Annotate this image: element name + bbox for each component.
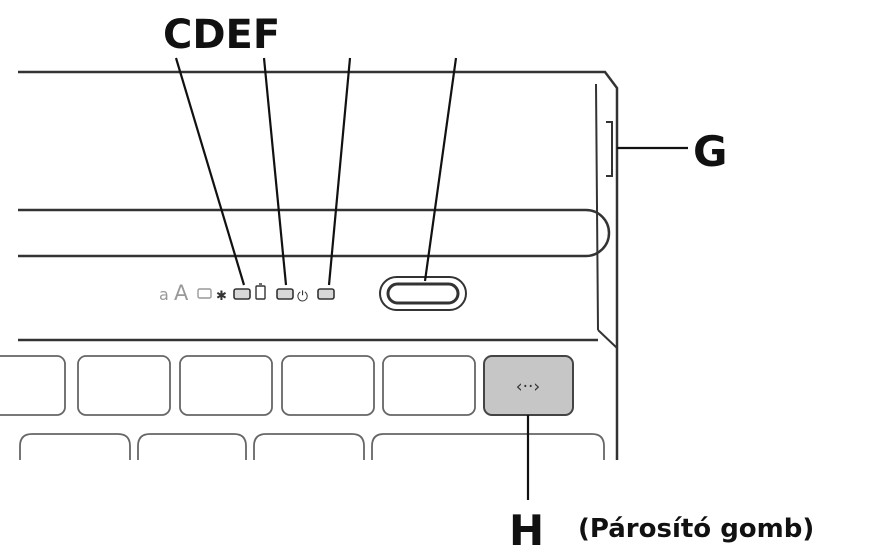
- leader-line-f: [423, 57, 458, 282]
- indicator-led-e: [317, 288, 335, 300]
- key[interactable]: [371, 433, 605, 460]
- leader-line-e: [327, 57, 352, 286]
- key[interactable]: [137, 433, 247, 460]
- battery-icon: [255, 283, 266, 300]
- key-row-bottom: [19, 433, 605, 460]
- power-button-inner: [386, 282, 460, 305]
- key[interactable]: [19, 433, 131, 460]
- front-edge: [18, 329, 618, 349]
- key[interactable]: [77, 355, 171, 416]
- leader-line-d: [262, 57, 288, 286]
- callout-label-cdef: CDEF: [163, 12, 280, 58]
- device-body: [18, 70, 619, 460]
- inner-right-edge: [595, 83, 599, 331]
- callout-lines: [174, 57, 688, 500]
- hinge-bar: [18, 208, 611, 258]
- top-edge: [18, 70, 619, 460]
- callout-label-h: H: [509, 506, 544, 554]
- large-a-glyph: A: [174, 281, 189, 305]
- key[interactable]: [382, 355, 476, 416]
- keyboard-mode-icon: [197, 288, 212, 299]
- indicator-strip: a A ✱ ⏻: [159, 276, 467, 311]
- small-a-glyph: a: [159, 285, 169, 304]
- callout-label-g: G: [693, 127, 727, 176]
- key[interactable]: [0, 355, 66, 416]
- power-icon: ⏻: [297, 289, 308, 305]
- pairing-button-caption: (Párosító gomb): [578, 514, 814, 544]
- key[interactable]: [253, 433, 365, 460]
- leader-line-c: [174, 57, 246, 286]
- key[interactable]: [281, 355, 375, 416]
- pairing-button[interactable]: ‹··›: [483, 355, 574, 416]
- indicator-led-c: [233, 288, 251, 300]
- key[interactable]: [179, 355, 273, 416]
- indicator-led-d: [276, 288, 294, 300]
- pairing-arrows-icon: ‹··›: [516, 377, 540, 397]
- key-row-top: [0, 355, 476, 416]
- bluetooth-icon: ✱: [216, 289, 227, 304]
- side-switch: [606, 121, 613, 177]
